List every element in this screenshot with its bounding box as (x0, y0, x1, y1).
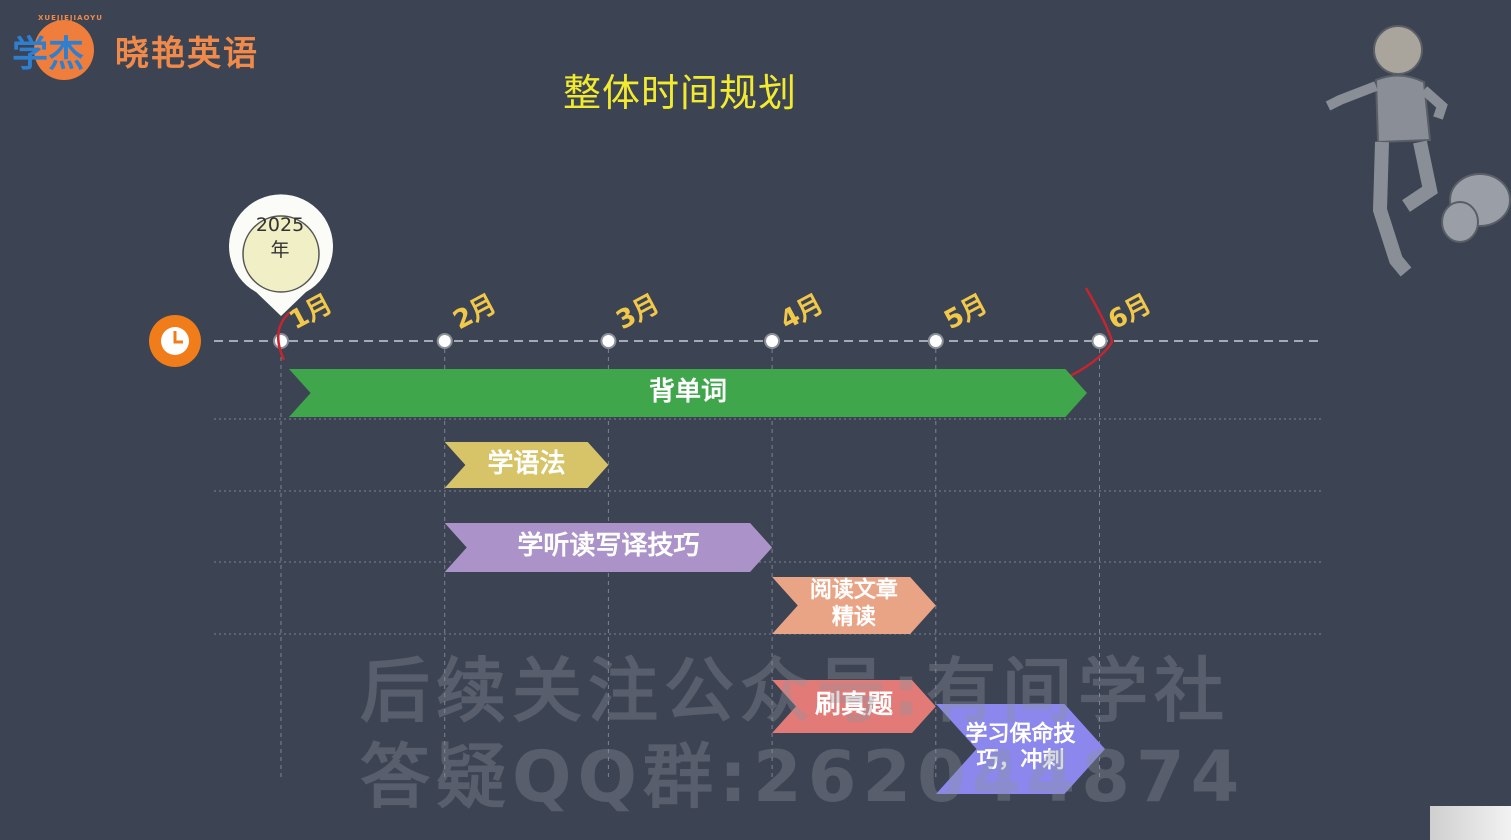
task-bar (772, 577, 936, 634)
task-bar (936, 704, 1105, 794)
task-label-line: 背单词 (648, 376, 727, 407)
task-label-line: 刷真题 (814, 690, 893, 721)
annotation-stroke (1061, 287, 1114, 382)
task-bar (772, 680, 936, 733)
annotation-stroke (277, 311, 291, 361)
corner-thumbnail (1430, 806, 1511, 840)
task-label: 背单词 (302, 377, 1074, 408)
task-label-line: 学听读写译技巧 (517, 531, 700, 562)
month-node (436, 333, 453, 349)
year-pin-unit: 年 (270, 239, 290, 261)
task-label-line: 学语法 (487, 448, 566, 479)
task-label-line: 学习保命技 (965, 721, 1076, 747)
watermark-line-1: 后续关注公众号:有间学社 (360, 650, 1230, 732)
clock-icon-hands (173, 331, 183, 344)
page-title: 整体时间规划 (563, 71, 798, 115)
brand-name: 晓艳英语 (115, 34, 259, 74)
task-bar (289, 369, 1087, 417)
month-node (600, 333, 617, 349)
task-bar (444, 523, 773, 572)
year-pin-year: 2025 (255, 214, 305, 236)
watermark: 后续关注公众号:有间学社 答疑QQ群:262044874 (360, 648, 1245, 820)
month-node (764, 333, 781, 349)
brand-logo-mark: 学杰 (12, 20, 94, 80)
task-label: 阅读文章精读 (787, 578, 920, 631)
year-pin-circle (242, 215, 320, 293)
task-label-line: 巧，冲刺 (976, 748, 1065, 774)
month-node (1091, 333, 1108, 349)
logo-subtext: XUEJIEJIAOYU (38, 14, 103, 22)
task-label-line: 阅读文章 (809, 578, 898, 604)
task-label: 刷真题 (786, 690, 921, 721)
logo-mark-text: 学杰 (12, 33, 84, 75)
task-label: 学习保命技巧，冲刺 (960, 722, 1080, 775)
task-label-line: 精读 (831, 604, 876, 630)
task-bar (444, 442, 609, 488)
task-label: 学语法 (457, 449, 596, 480)
task-label: 学听读写译技巧 (458, 531, 759, 562)
runner-illustration (1325, 25, 1511, 277)
watermark-line-2: 答疑QQ群:262044874 (360, 736, 1246, 818)
month-node (927, 333, 944, 349)
year-pin-label: 2025 年 (240, 213, 320, 263)
month-node (273, 333, 289, 349)
